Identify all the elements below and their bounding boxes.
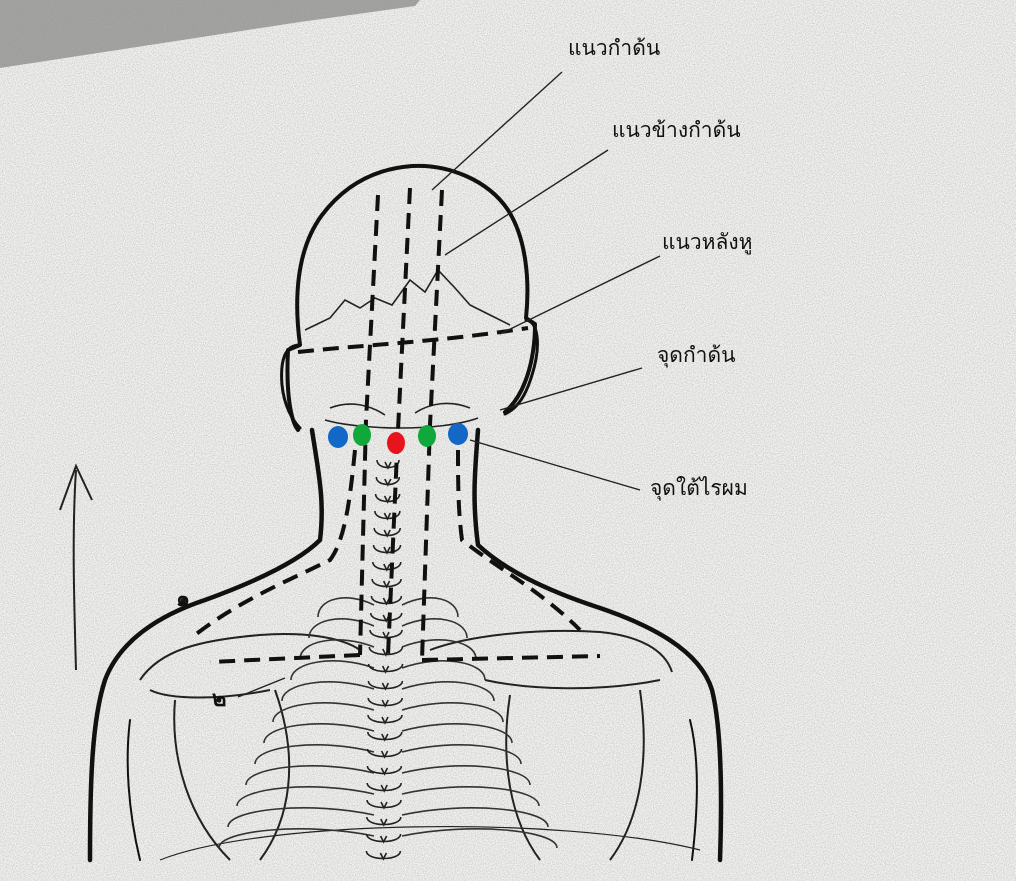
point-center bbox=[387, 432, 405, 454]
point-outer-left bbox=[328, 426, 348, 448]
label-below-hairline-point: จุดใต้ไรผม bbox=[650, 478, 748, 499]
point-inner-right bbox=[418, 425, 436, 447]
point-outer-right bbox=[448, 423, 468, 445]
label-line-one: ๑ bbox=[176, 588, 190, 610]
label-behind-ear: แนวหลังหู bbox=[662, 232, 753, 253]
point-inner-left bbox=[353, 424, 371, 446]
label-line-two: ๒ bbox=[212, 688, 227, 710]
label-occipital-point: จุดกำด้น bbox=[657, 345, 735, 366]
label-scalp-side: แนวข้างกำด้น bbox=[612, 120, 741, 141]
label-scalp-midline: แนวกำด้น bbox=[568, 38, 660, 59]
